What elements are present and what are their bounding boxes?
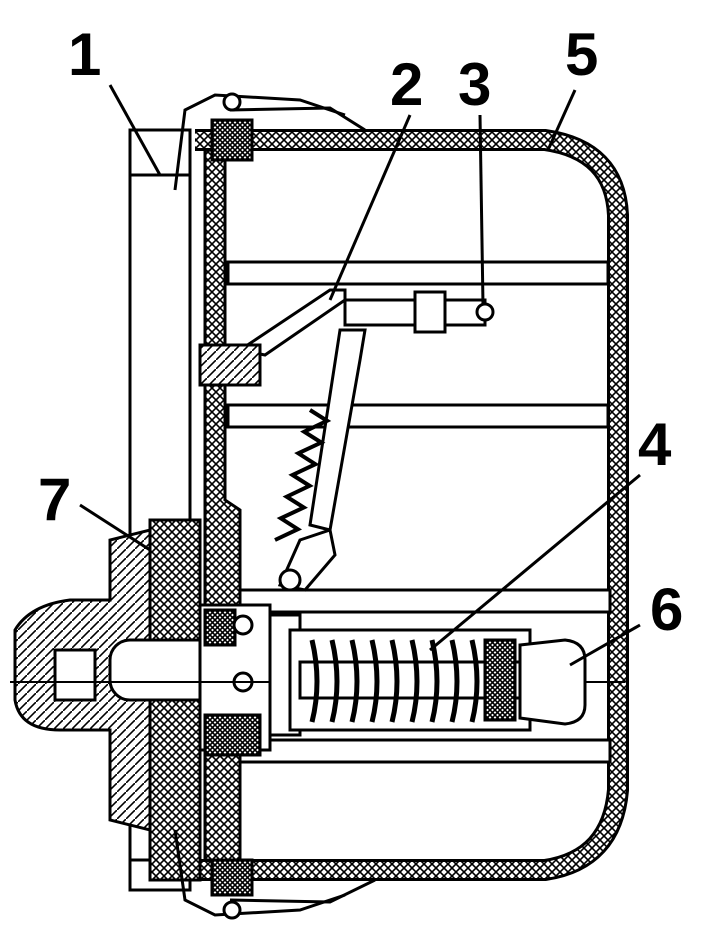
callout-1: 1: [68, 21, 102, 88]
spring-coil: [389, 639, 400, 723]
spring-coil: [349, 639, 360, 723]
leader-lines: [79, 84, 641, 667]
leader-3: [478, 114, 485, 306]
spring-coil: [369, 639, 380, 723]
leader-1: [108, 84, 162, 176]
tension-spring: [274, 408, 332, 542]
shaft: [10, 603, 625, 757]
leader-7: [79, 503, 151, 552]
callout-3: 3: [458, 51, 492, 118]
callout-2: 2: [390, 51, 424, 118]
callout-7: 7: [38, 466, 72, 533]
adjusting-rod: [343, 290, 495, 334]
top-latch: [173, 92, 366, 191]
spring-coil: [329, 639, 340, 723]
spring-coil: [309, 639, 320, 723]
spring-assembly: [268, 613, 532, 737]
leader-4: [429, 473, 641, 652]
spring-coil: [409, 639, 420, 723]
leader-6: [569, 623, 641, 667]
callout-4: 4: [638, 411, 672, 478]
callout-6: 6: [650, 576, 684, 643]
spring-coil: [469, 639, 480, 723]
leader-2: [328, 114, 412, 301]
housing-shell: [195, 129, 629, 881]
hub-coupling: [13, 518, 222, 882]
spring-coil: [449, 639, 460, 723]
lever-mechanism: [198, 288, 367, 592]
bottom-latch: [173, 829, 376, 920]
leader-5: [546, 89, 577, 151]
end-cap: [518, 638, 587, 726]
callout-5: 5: [565, 21, 599, 88]
